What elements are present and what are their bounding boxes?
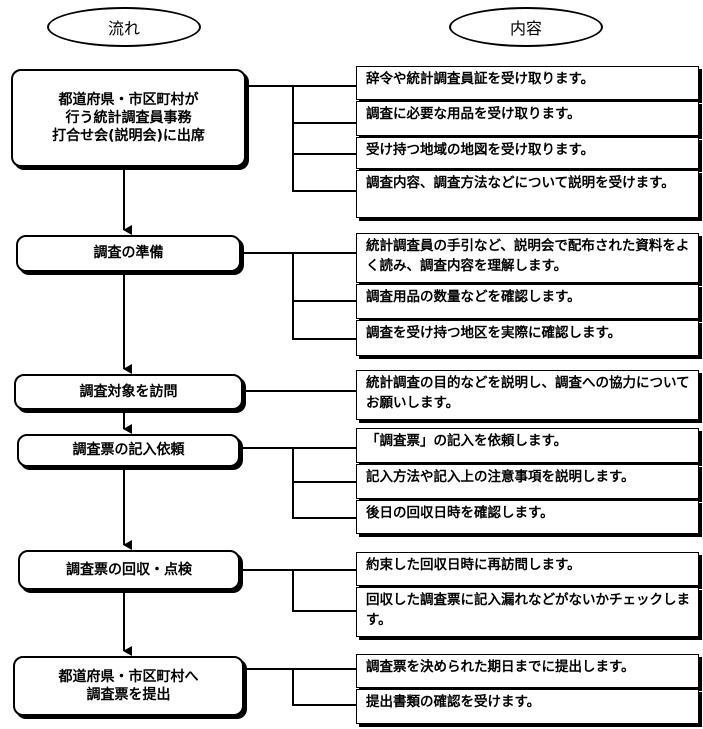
content-header: 内容 xyxy=(449,7,603,47)
detail-5-2: 回収した調査票に記入漏れなどがないかチェックします。 xyxy=(356,587,699,637)
detail-text-6-1: 調査票を決められた期日までに提出します。 xyxy=(366,659,635,675)
step-2-branch xyxy=(241,252,356,254)
step-label-5: 調査票の回収・点検 xyxy=(66,561,192,578)
step-1-branch xyxy=(246,85,356,87)
detail-6-2: 提出書類の確認を受けます。 xyxy=(356,689,699,724)
detail-2-2: 調査用品の数量などを確認します。 xyxy=(356,284,699,319)
step-2-trunk xyxy=(292,252,294,338)
detail-4-2: 記入方法や記入上の注意事項を説明します。 xyxy=(356,464,699,499)
detail-text-1-2: 調査に必要な用品を受け取ります。 xyxy=(366,106,581,122)
detail-text-6-2: 提出書類の確認を受けます。 xyxy=(366,694,541,710)
content-header-label: 内容 xyxy=(509,19,542,38)
step-box-3: 調査対象を訪問 xyxy=(14,374,243,410)
detail-text-1-3: 受け持つ地域の地図を受け取ります。 xyxy=(366,142,595,158)
detail-1-3: 受け持つ地域の地図を受け取ります。 xyxy=(356,137,699,169)
step-1-branch-4 xyxy=(292,190,356,192)
detail-text-4-2: 記入方法や記入上の注意事項を説明します。 xyxy=(366,469,635,485)
step-4-branch xyxy=(240,447,356,449)
step-label-3: 調査対象を訪問 xyxy=(79,383,178,400)
step-6-branch-2 xyxy=(292,704,356,706)
detail-2-1: 統計調査員の手引など、説明会で配布された資料をよく読み、調査内容を理解します。 xyxy=(356,233,699,283)
step-box-1: 都道府県・市区町村が 行う統計調査員事務 打合せ会(説明会)に出席 xyxy=(11,69,246,167)
detail-4-3: 後日の回収日時を確認します。 xyxy=(356,500,699,534)
step-4-branch-2 xyxy=(292,481,356,483)
detail-text-1-1: 辞令や統計調査員証を受け取ります。 xyxy=(366,71,595,87)
step-5-branch xyxy=(240,569,356,571)
detail-1-2: 調査に必要な用品を受け取ります。 xyxy=(356,101,699,136)
step-label-1: 都道府県・市区町村が 行う統計調査員事務 打合せ会(説明会)に出席 xyxy=(52,91,205,145)
step-2-branch-3 xyxy=(292,338,356,340)
step-box-4: 調査票の記入依頼 xyxy=(17,434,240,467)
detail-text-2-2: 調査用品の数量などを確認します。 xyxy=(366,289,581,305)
detail-text-4-3: 後日の回収日時を確認します。 xyxy=(366,505,554,521)
step-box-2: 調査の準備 xyxy=(16,235,241,272)
step-1-branch-3 xyxy=(292,153,356,155)
flow-header: 流れ xyxy=(47,7,201,47)
detail-5-1: 約束した回収日時に再訪問します。 xyxy=(356,552,699,586)
detail-1-4: 調査内容、調査方法などについて説明を受けます。 xyxy=(356,170,699,218)
step-1-trunk xyxy=(292,85,294,190)
detail-text-2-3: 調査を受け持つ地区を実際に確認します。 xyxy=(366,325,622,341)
detail-text-5-1: 約束した回収日時に再訪問します。 xyxy=(366,557,581,573)
detail-text-5-2: 回収した調査票に記入漏れなどがないかチェックします。 xyxy=(366,592,690,628)
detail-text-3-1: 統計調査の目的などを説明し、調査への協力についてお願いします。 xyxy=(366,375,690,411)
detail-6-1: 調査票を決められた期日までに提出します。 xyxy=(356,654,699,688)
detail-text-4-1: 「調査票」の記入を依頼します。 xyxy=(366,433,568,449)
step-2-branch-2 xyxy=(292,300,356,302)
detail-3-1: 統計調査の目的などを説明し、調査への協力についてお願いします。 xyxy=(356,370,699,420)
detail-2-3: 調査を受け持つ地区を実際に確認します。 xyxy=(356,320,699,356)
flow-header-label: 流れ xyxy=(107,19,140,38)
step-label-4: 調査票の記入依頼 xyxy=(72,442,185,459)
detail-text-1-4: 調査内容、調査方法などについて説明を受けます。 xyxy=(366,175,675,191)
step-6-trunk xyxy=(292,668,294,704)
detail-text-2-1: 統計調査員の手引など、説明会で配布された資料をよく読み、調査内容を理解します。 xyxy=(366,238,690,274)
detail-4-1: 「調査票」の記入を依頼します。 xyxy=(356,428,699,463)
step-1-branch-2 xyxy=(292,122,356,124)
step-box-6: 都道府県・市区町村へ 調査票を提出 xyxy=(13,656,244,716)
step-label-6: 都道府県・市区町村へ 調査票を提出 xyxy=(58,668,199,703)
step-box-5: 調査票の回収・点検 xyxy=(18,550,240,590)
step-label-2: 調査の準備 xyxy=(93,245,164,262)
step-5-branch-2 xyxy=(292,610,356,612)
detail-1-1: 辞令や統計調査員証を受け取ります。 xyxy=(356,66,699,100)
step-5-trunk xyxy=(292,569,294,610)
step-3-branch xyxy=(243,390,356,392)
step-6-branch xyxy=(244,668,356,670)
step-4-branch-3 xyxy=(292,517,356,519)
